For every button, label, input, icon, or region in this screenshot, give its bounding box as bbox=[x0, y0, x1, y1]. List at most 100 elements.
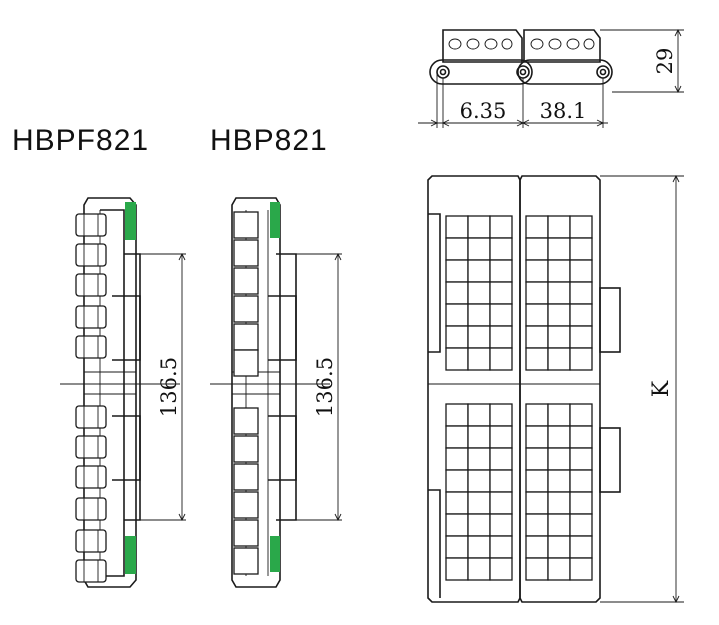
grid-cell bbox=[569, 469, 593, 493]
grid-cell bbox=[569, 513, 593, 537]
grid-cell bbox=[569, 281, 593, 305]
link-cell bbox=[233, 491, 259, 519]
mesh-grid bbox=[445, 215, 593, 581]
roller-column bbox=[75, 213, 107, 583]
grid-cell bbox=[547, 303, 571, 327]
grid-cell bbox=[489, 237, 513, 261]
grid-cell bbox=[445, 425, 469, 449]
grid-cell bbox=[547, 491, 571, 515]
grid-cell bbox=[489, 347, 513, 371]
grid-cell bbox=[525, 447, 549, 471]
pitch-dimension: 38.1 bbox=[540, 99, 587, 123]
roller-icon bbox=[75, 273, 107, 297]
grid-cell bbox=[467, 425, 491, 449]
grid-cell bbox=[547, 557, 571, 581]
grid-cell bbox=[547, 281, 571, 305]
roller-icon bbox=[75, 335, 107, 359]
width-dimension-hbpf821: 136.5 bbox=[157, 357, 181, 417]
roller-icon bbox=[75, 243, 107, 267]
grid-cell bbox=[569, 425, 593, 449]
grid-cell bbox=[445, 215, 469, 239]
grid-cell bbox=[547, 215, 571, 239]
grid-cell bbox=[467, 237, 491, 261]
link-cell bbox=[233, 211, 259, 239]
roller-icon bbox=[75, 529, 107, 553]
roller-icon bbox=[75, 465, 107, 489]
hbp821-view: 136.5 bbox=[210, 197, 342, 588]
grid-cell bbox=[525, 557, 549, 581]
roller-icon bbox=[75, 435, 107, 459]
grid-cell bbox=[467, 469, 491, 493]
grid-cell bbox=[467, 215, 491, 239]
grid-cell bbox=[467, 557, 491, 581]
grid-cell bbox=[489, 403, 513, 427]
link-cell bbox=[233, 519, 259, 547]
roller-icon bbox=[75, 559, 107, 583]
grid-cell bbox=[525, 259, 549, 283]
grid-cell bbox=[547, 425, 571, 449]
link-cell bbox=[233, 239, 259, 267]
grid-cell bbox=[445, 447, 469, 471]
grid-cell bbox=[547, 259, 571, 283]
grid-cell bbox=[489, 303, 513, 327]
model-title-hbpf821: HBPF821 bbox=[12, 124, 149, 157]
link-cell bbox=[233, 349, 259, 377]
link-column bbox=[233, 211, 259, 575]
grid-cell bbox=[569, 447, 593, 471]
grid-cell bbox=[489, 469, 513, 493]
width-k-dimension: K bbox=[649, 380, 674, 397]
grid-cell bbox=[489, 215, 513, 239]
grid-cell bbox=[467, 447, 491, 471]
grid-cell bbox=[467, 259, 491, 283]
grid-cell bbox=[489, 325, 513, 349]
grid-cell bbox=[467, 403, 491, 427]
roller-icon bbox=[75, 405, 107, 429]
grid-cell bbox=[445, 403, 469, 427]
grid-cell bbox=[525, 303, 549, 327]
grid-cell bbox=[445, 237, 469, 261]
top-view: K bbox=[427, 174, 684, 604]
grid-cell bbox=[525, 425, 549, 449]
link-cell bbox=[233, 407, 259, 435]
grid-cell bbox=[467, 347, 491, 371]
grid-cell bbox=[569, 535, 593, 559]
grid-cell bbox=[489, 281, 513, 305]
link-cell bbox=[233, 463, 259, 491]
grid-cell bbox=[525, 469, 549, 493]
friction-insert bbox=[125, 536, 136, 574]
friction-insert bbox=[270, 536, 280, 572]
grid-cell bbox=[525, 491, 549, 515]
grid-cell bbox=[525, 347, 549, 371]
grid-cell bbox=[569, 347, 593, 371]
grid-cell bbox=[489, 425, 513, 449]
grid-cell bbox=[445, 303, 469, 327]
grid-cell bbox=[569, 303, 593, 327]
friction-insert bbox=[125, 202, 136, 240]
grid-cell bbox=[467, 491, 491, 515]
link-cell bbox=[233, 267, 259, 295]
grid-cell bbox=[445, 491, 469, 515]
link-cell bbox=[233, 323, 259, 351]
offset-dimension: 6.35 bbox=[460, 99, 507, 123]
grid-cell bbox=[467, 535, 491, 559]
grid-cell bbox=[525, 535, 549, 559]
grid-cell bbox=[547, 325, 571, 349]
grid-cell bbox=[489, 535, 513, 559]
grid-cell bbox=[547, 513, 571, 537]
grid-cell bbox=[489, 557, 513, 581]
grid-cell bbox=[525, 281, 549, 305]
grid-cell bbox=[547, 469, 571, 493]
grid-cell bbox=[467, 325, 491, 349]
grid-cell bbox=[525, 513, 549, 537]
grid-cell bbox=[547, 447, 571, 471]
grid-cell bbox=[445, 557, 469, 581]
grid-cell bbox=[489, 447, 513, 471]
grid-cell bbox=[445, 535, 469, 559]
height-dimension: 29 bbox=[653, 48, 677, 75]
grid-cell bbox=[445, 347, 469, 371]
grid-cell bbox=[445, 259, 469, 283]
friction-insert bbox=[270, 202, 280, 238]
hbpf821-view: 136.5 bbox=[60, 197, 186, 588]
roller-icon bbox=[75, 497, 107, 521]
